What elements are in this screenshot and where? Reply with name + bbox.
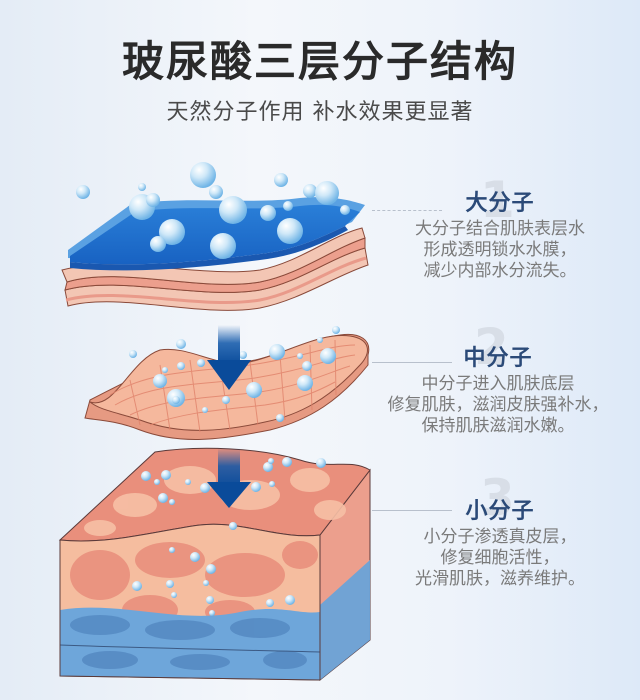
arrow-down-icon <box>207 325 251 390</box>
layer-description: 小分子渗透真皮层， 修复细胞活性， 光滑肌肤，滋养维护。 <box>415 527 585 589</box>
connector-line-2 <box>372 362 452 363</box>
connector-line-1 <box>372 210 442 211</box>
layer-heading: 大分子 <box>465 191 535 216</box>
page-title: 玻尿酸三层分子结构 <box>121 37 518 86</box>
step-number: 3 <box>480 469 515 527</box>
page-subtitle: 天然分子作用 补水效果更显著 <box>166 100 474 125</box>
step-number: 2 <box>474 318 509 376</box>
layer-heading: 中分子 <box>463 346 533 371</box>
arrow-down-icon <box>207 448 251 508</box>
water-bubble-icon <box>132 457 326 616</box>
layer-1-info: 1 大分子 大分子结合肌肤表层水 形成透明锁水水膜， 减少内部水分流失。 <box>370 171 630 282</box>
layer-3-info: 3 小分子 小分子渗透真皮层， 修复细胞活性， 光滑肌肤，滋养维护。 <box>370 469 630 590</box>
layer-description: 大分子结合肌肤表层水 形成透明锁水水膜， 减少内部水分流失。 <box>415 219 585 281</box>
step-number: 1 <box>480 171 515 229</box>
water-bubble-icon <box>76 162 350 259</box>
water-bubble-icon <box>129 326 340 422</box>
layer-heading: 小分子 <box>465 499 535 524</box>
layer-2-info: 2 中分子 中分子进入肌肤底层 修复肌肤，滋润皮肤强补水， 保持肌肤滋润水嫩。 <box>356 318 640 437</box>
connector-line-3 <box>372 510 452 511</box>
layer-description: 中分子进入肌肤底层 修复肌肤，滋润皮肤强补水， 保持肌肤滋润水嫩。 <box>387 374 609 436</box>
layer-3-graphic <box>58 447 371 682</box>
